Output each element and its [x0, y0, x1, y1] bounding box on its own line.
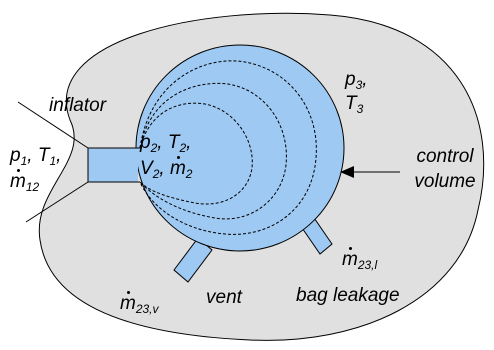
bag-leakage-label: bag leakage	[296, 285, 400, 306]
inflator-state-label: p1, T1, m12	[10, 145, 62, 194]
bag-volume: V2	[140, 158, 160, 181]
unfolding-layer-1	[139, 60, 317, 235]
inflator-cone-lower	[25, 181, 89, 223]
leak-mass-flow-label: m23,l	[342, 247, 378, 272]
ambient-state-label: p3, T3	[345, 69, 368, 116]
vent-mass-flow-label: m23,v	[120, 291, 159, 316]
inflator-mass-flow: m12	[10, 169, 40, 194]
inflator-label: inflator	[49, 95, 107, 116]
bag-pressure-temperature: p2, T2,	[140, 132, 192, 155]
bag-state-label: p2, T2, V2, m2	[140, 132, 193, 181]
ambient-pressure: p3,	[345, 69, 368, 92]
unfolding-layer-3	[139, 102, 253, 205]
inflator-temperature: T1	[37, 145, 57, 168]
control-volume-label-line1: control	[416, 146, 474, 167]
bag-volume-mass-flow: V2, m2	[140, 156, 193, 181]
inflator-pressure: p1	[10, 145, 28, 168]
control-volume-label-line2: volume	[414, 171, 476, 192]
bag-mass-flow: m2	[169, 156, 193, 181]
inflator-nozzle	[88, 148, 138, 182]
vent-label: vent	[206, 287, 242, 308]
bag-temperature: T2	[167, 132, 187, 155]
bag-pressure: p2	[140, 132, 158, 155]
unfolding-layers	[139, 60, 317, 235]
control-volume-label: control volume	[404, 144, 486, 194]
unfolding-layer-2	[139, 82, 287, 220]
ambient-temperature: T3	[345, 93, 364, 116]
inflator-pressure-temperature: p1, T1,	[10, 145, 62, 168]
inflator-cone-upper	[17, 101, 89, 149]
